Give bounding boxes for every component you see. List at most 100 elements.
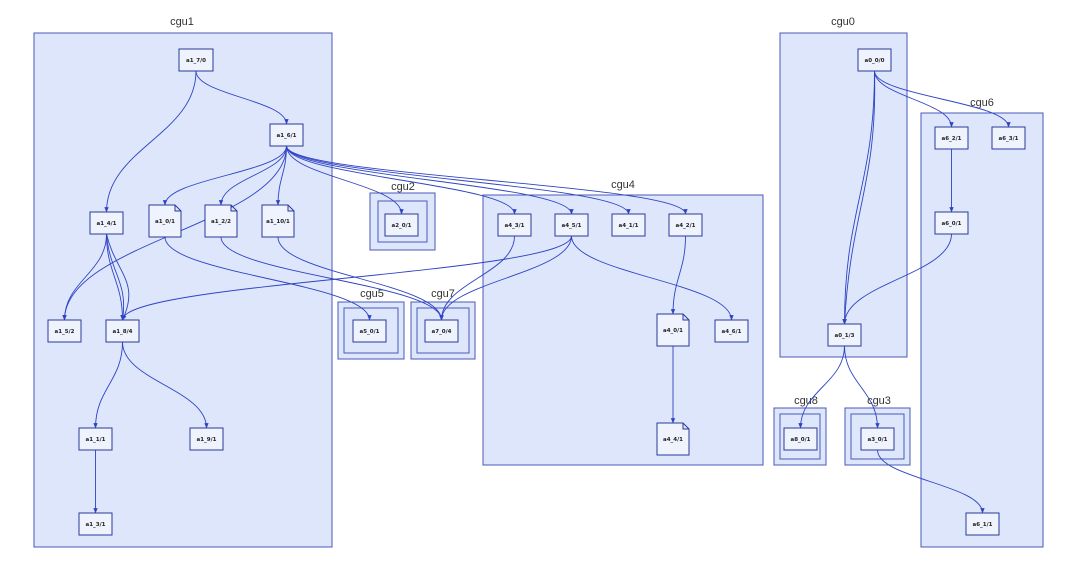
edge-a1_6-to-a1_10 (275, 145, 287, 206)
node-a4_2[interactable]: a4_2/1 (668, 213, 703, 237)
node-label: a6_2/1 (942, 136, 962, 142)
edge-a1_6-to-a4_2 (286, 145, 688, 215)
edge-a1_6-to-a1_0 (162, 145, 287, 206)
node-a1_5[interactable]: a1_5/2 (47, 319, 82, 343)
edge-a1_10-to-a7_0 (277, 236, 444, 321)
edge-a1_6-to-a2_0 (286, 145, 404, 215)
node-a1_4[interactable]: a1_4/1 (89, 211, 124, 235)
node-label: a1_4/1 (97, 221, 117, 227)
box-shape (934, 211, 969, 235)
box-shape (352, 319, 387, 343)
node-a3_0[interactable]: a3_0/1 (860, 427, 895, 451)
node-a5_0[interactable]: a5_0/1 (352, 319, 387, 343)
node-label: a1_5/2 (55, 329, 75, 335)
edge-a4_2-to-a4_0 (670, 235, 686, 315)
box-shape (860, 427, 895, 451)
node-a1_6[interactable]: a1_6/1 (269, 123, 304, 147)
node-a1_7[interactable]: a1_7/0 (178, 48, 214, 72)
node-label: a4_5/1 (562, 223, 582, 229)
node-a2_0[interactable]: a2_0/1 (384, 213, 419, 237)
edge-a1_4-to-a1_5 (62, 233, 107, 321)
node-label: a4_3/1 (505, 223, 525, 229)
edge-a1_8-to-a1_9 (122, 341, 209, 429)
box-shape (78, 427, 113, 451)
node-a1_10[interactable]: a1_10/1 (261, 204, 295, 238)
edge-a1_7-to-a1_6 (195, 70, 289, 125)
node-label: a4_4/1 (663, 437, 683, 443)
box-shape (189, 427, 224, 451)
edge-a1_7-to-a1_4 (104, 70, 197, 213)
node-label: a1_2/2 (211, 219, 231, 225)
box-shape (178, 48, 214, 72)
node-a0_0[interactable]: a0_0/0 (857, 48, 892, 72)
node-label: a1_3/1 (86, 522, 106, 528)
node-a1_9[interactable]: a1_9/1 (189, 427, 224, 451)
node-a7_0[interactable]: a7_0/4 (424, 319, 459, 343)
edge-a1_6-to-a4_3 (286, 145, 517, 215)
node-a1_1[interactable]: a1_1/1 (78, 427, 113, 451)
cluster-label-cgu3: cgu3 (867, 395, 891, 407)
box-shape (611, 213, 646, 237)
edge-a4_5-to-a1_8 (120, 235, 572, 321)
node-a4_0[interactable]: a4_0/1 (656, 313, 690, 347)
node-a1_2[interactable]: a1_2/2 (204, 204, 238, 238)
node-label: a4_0/1 (663, 328, 683, 334)
node-label: a1_10/1 (266, 219, 290, 225)
node-label: a4_1/1 (619, 223, 639, 229)
box-shape (269, 123, 304, 147)
box-shape (965, 512, 1000, 536)
node-label: a4_2/1 (676, 223, 696, 229)
node-a4_6[interactable]: a4_6/1 (714, 319, 749, 343)
node-a8_0[interactable]: a8_0/1 (783, 427, 818, 451)
box-shape (78, 512, 113, 536)
node-a4_3[interactable]: a4_3/1 (497, 213, 532, 237)
cluster-label-cgu0: cgu0 (831, 16, 855, 28)
note-shape (656, 313, 690, 347)
node-label: a6_0/1 (942, 221, 962, 227)
node-a4_1[interactable]: a4_1/1 (611, 213, 646, 237)
node-label: a8_0/1 (791, 437, 811, 443)
cluster-label-cgu4: cgu4 (611, 179, 635, 191)
box-shape (714, 319, 749, 343)
box-shape (857, 48, 892, 72)
box-shape (497, 213, 532, 237)
node-label: a2_0/1 (392, 223, 412, 229)
node-a6_0[interactable]: a6_0/1 (934, 211, 969, 235)
node-label: a5_0/1 (360, 329, 380, 335)
node-a4_5[interactable]: a4_5/1 (554, 213, 589, 237)
cluster-label-cgu5: cgu5 (360, 288, 384, 300)
node-label: a0_1/3 (835, 333, 855, 339)
edges-layer (62, 70, 1011, 514)
box-shape (47, 319, 82, 343)
box-shape (668, 213, 703, 237)
node-a6_1[interactable]: a6_1/1 (965, 512, 1000, 536)
node-label: a7_0/4 (432, 329, 452, 335)
edge-a4_5-to-a4_6 (571, 235, 734, 321)
nodes-layer: a1_7/0 a1_6/1 a1_4/1 a1_0/1 a1_2/2 a1_10/1 a1_… (47, 48, 1026, 536)
edge-a1_0-to-a5_0 (164, 236, 372, 321)
node-a1_3[interactable]: a1_3/1 (78, 512, 113, 536)
box-shape (554, 213, 589, 237)
edge-a0_0-to-a6_2 (874, 70, 954, 128)
cluster-label-cgu1: cgu1 (170, 16, 194, 28)
node-a6_2[interactable]: a6_2/1 (934, 126, 969, 150)
edge-a6_0-to-a0_1 (842, 233, 952, 325)
box-shape (105, 319, 140, 343)
node-a1_8[interactable]: a1_8/4 (105, 319, 140, 343)
node-label: a4_6/1 (722, 329, 742, 335)
cluster-cgu1 (33, 32, 333, 548)
edge-a3_0-to-a6_1 (877, 449, 985, 514)
edge-a1_2-to-a7_0 (220, 236, 444, 321)
note-shape (148, 204, 182, 238)
node-label: a1_1/1 (86, 437, 106, 443)
node-a1_0[interactable]: a1_0/1 (148, 204, 182, 238)
node-label: a1_0/1 (155, 219, 175, 225)
node-a6_3[interactable]: a6_3/1 (991, 126, 1026, 150)
cluster-label-cgu7: cgu7 (431, 288, 455, 300)
node-a4_4[interactable]: a4_4/1 (656, 422, 690, 456)
node-a0_1[interactable]: a0_1/3 (827, 323, 862, 347)
edge-a0_0-to-a6_3 (874, 70, 1011, 128)
note-shape (261, 204, 295, 238)
node-label: a1_8/4 (113, 329, 133, 335)
